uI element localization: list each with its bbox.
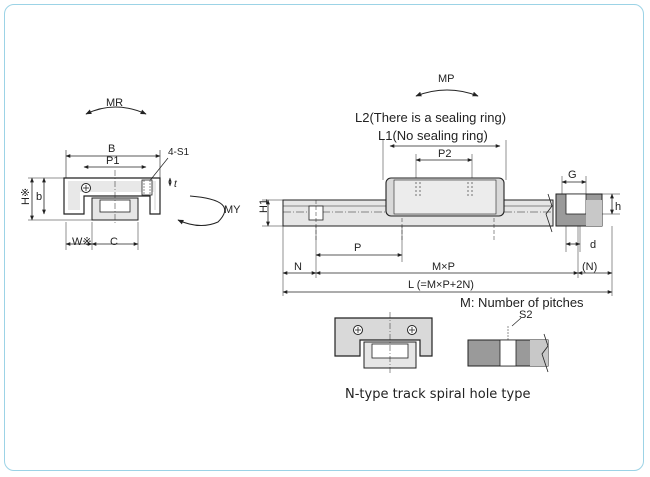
n-paren-label: (N) bbox=[582, 261, 597, 273]
n-label: N bbox=[294, 261, 302, 273]
four-s1-label: 4-S1 bbox=[168, 147, 190, 158]
t-label: t bbox=[174, 179, 178, 190]
h-lower-label: h bbox=[615, 201, 621, 213]
s2-detail: S2 bbox=[467, 309, 549, 373]
my-moment-arrow bbox=[177, 195, 226, 226]
l2-label: L2(There is a sealing ring) bbox=[355, 110, 506, 125]
n-type-caption: N-type track spiral hole type bbox=[345, 387, 530, 402]
n-type-section bbox=[334, 312, 433, 374]
l1-label: L1(No sealing ring) bbox=[378, 128, 488, 143]
l-total-label: L (=M×P+2N) bbox=[408, 279, 474, 291]
d-label: d bbox=[590, 239, 596, 251]
block-outline bbox=[63, 177, 161, 215]
h1-label: H1 bbox=[258, 199, 270, 213]
b-lower-label: b bbox=[36, 191, 42, 203]
mp-label: MP bbox=[438, 73, 455, 85]
w-star-label: W※ bbox=[72, 236, 92, 248]
diagram-frame bbox=[4, 4, 644, 471]
g-label: G bbox=[568, 169, 577, 181]
h-star-label: H※ bbox=[20, 188, 32, 205]
mr-moment-arrow bbox=[85, 106, 147, 115]
p1-label: P1 bbox=[106, 155, 119, 167]
s2-label: S2 bbox=[519, 309, 532, 321]
b-upper-label: B bbox=[108, 143, 115, 155]
mp-moment-arrow bbox=[415, 89, 479, 97]
c-label: C bbox=[110, 236, 118, 248]
mr-label: MR bbox=[106, 97, 123, 109]
pitches-note: M: Number of pitches bbox=[460, 295, 584, 310]
cross-section-view: MR B P1 4-S1 t H※ b bbox=[20, 97, 241, 250]
side-view: MP L2(There is a sealing ring) L1(No sea… bbox=[258, 73, 621, 310]
my-label: MY bbox=[224, 204, 241, 216]
mxp-label: M×P bbox=[432, 261, 455, 273]
p2-label: P2 bbox=[438, 148, 451, 160]
p-label: P bbox=[354, 242, 361, 254]
